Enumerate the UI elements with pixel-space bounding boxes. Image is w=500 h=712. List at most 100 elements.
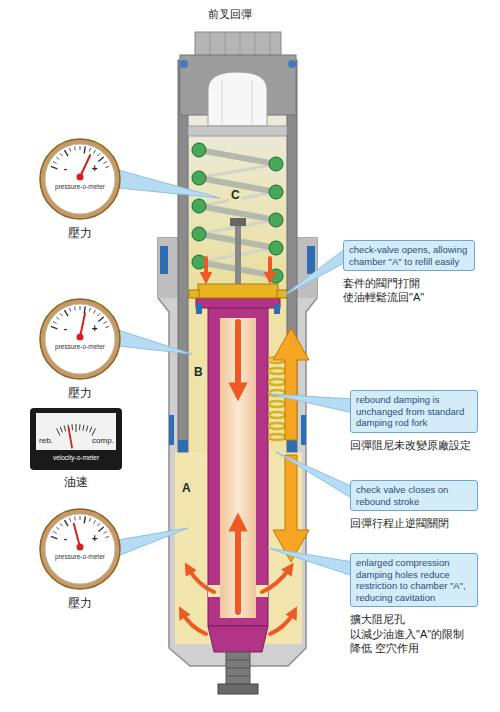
callout-box: check valve closes on rebound stroke回彈行程… (350, 480, 478, 530)
bottom-bolt-part (226, 652, 250, 686)
fork-tube-part (287, 440, 297, 452)
bottom-bolt-part (226, 668, 250, 669)
callout-box: check valve closes on rebound stroke (350, 480, 478, 511)
gauge-needle (80, 314, 85, 337)
gauge-tick (97, 523, 100, 526)
check-valve (189, 218, 287, 298)
scale-label: comp. (92, 437, 114, 445)
gauge-tick (56, 157, 59, 160)
velocity-tick (76, 424, 77, 432)
callout-pointers-part (283, 248, 346, 296)
callout-text: enlarged compression damping holes reduc… (356, 557, 466, 603)
check-valve-part (189, 290, 199, 298)
main-spring-part (199, 150, 276, 164)
gauge-tick (65, 310, 69, 316)
oil-flow-arrows-part (268, 258, 272, 278)
velocity-meter: reb.comp.velocity-o-meter油速 (30, 408, 122, 470)
velocity-tick (86, 426, 88, 432)
callout-pointers (268, 248, 353, 576)
main-spring-part (192, 171, 206, 185)
callout-text: rebound damping is unchanged from standa… (356, 394, 464, 428)
gauge-tick (53, 162, 56, 164)
gauge-name: pressure-o-meter (55, 554, 105, 561)
bottom-bolt-part (226, 676, 250, 677)
gauge-pivot (77, 544, 84, 551)
velocity-tick (60, 427, 62, 433)
gauge-needle (80, 155, 90, 177)
gauge-plus: + (92, 164, 98, 174)
gauge-tick (94, 150, 96, 153)
bottom-bolt-part (226, 660, 250, 661)
fork-cap-part (255, 32, 256, 58)
damping-rod-part (220, 318, 256, 618)
small-spring-part (269, 434, 285, 440)
callout-box: enlarged compression damping holes reduc… (350, 553, 478, 607)
oil-flow-arrows-part (204, 258, 208, 278)
gauge-minus: - (64, 164, 67, 174)
main-spring-part (269, 185, 283, 199)
gauge-tick (51, 326, 58, 328)
main-spring-part (199, 206, 276, 220)
meter-caption: 油速 (64, 476, 88, 488)
bottom-bolt-part (218, 684, 258, 694)
gauge-tick (69, 148, 70, 152)
gauge-leaders-part (118, 330, 192, 354)
gauge-tick (84, 306, 85, 313)
main-spring-part (192, 227, 206, 241)
callout-translation: 擴大阻尼孔 以減少油進入"A"的限制 降低 空穴作用 (350, 612, 478, 655)
small-spring (269, 357, 285, 440)
gauge-tick (89, 308, 90, 312)
velocity-tick (90, 427, 92, 433)
gauge-tick (98, 317, 103, 321)
fork-tube (178, 60, 297, 452)
fork-slider-part (307, 246, 315, 274)
gauge-tick (105, 536, 109, 537)
damping-rod-part (196, 298, 280, 308)
fork-tube-part (188, 112, 287, 292)
stroke-arrows-part (273, 455, 309, 562)
gauge-tick (60, 523, 63, 526)
gauge-tick (89, 518, 90, 522)
small-spring-part (269, 379, 285, 385)
gauge-tick (103, 162, 106, 164)
oil-flow-arrows (182, 258, 294, 634)
callout-translation: 回彈阻尼未改變原廠設定 (350, 438, 478, 452)
fork-slider-part (160, 246, 168, 274)
fork-cap-part (240, 32, 241, 58)
callout-box: rebound damping is unchanged from standa… (350, 390, 478, 433)
gauge-tick (60, 313, 63, 316)
small-spring-part (269, 412, 285, 418)
gauge-tick (51, 536, 58, 538)
callout-translation: 套件的閥門打開 使油輕鬆流回"A" (343, 276, 475, 305)
gauge-name: pressure-o-meter (55, 344, 105, 351)
gauge-caption: 壓力 (68, 227, 92, 239)
callout-pointers-part (268, 548, 353, 576)
fork-tube-part (178, 60, 188, 452)
fork-slider-part (301, 415, 306, 445)
gauge-tick (60, 153, 63, 156)
gauge-face (45, 304, 115, 374)
gauge-tick (74, 516, 76, 520)
gauge-minus: - (64, 324, 67, 334)
gauge-tick (80, 146, 81, 150)
main-spring-part (269, 157, 283, 171)
gauge-tick (80, 516, 81, 520)
oil-flow-arrows-part (262, 568, 290, 592)
damping-rod-part (208, 298, 268, 626)
gauge-tick (103, 532, 106, 534)
fork-cap-part (210, 32, 211, 58)
gauge-tick (65, 150, 69, 156)
gauge-dial (38, 507, 122, 591)
gauge-tick (103, 322, 106, 324)
gauge-face (45, 514, 115, 584)
velocity-tick (64, 426, 66, 432)
gauge-tick (98, 527, 103, 531)
damping-rod (196, 298, 280, 652)
gauge-tick (84, 516, 85, 523)
chamber-letter: A (180, 482, 193, 495)
gauge-dial (38, 137, 122, 221)
velocity-tick (83, 425, 84, 431)
gauge-tick (105, 326, 109, 327)
gauge-plus: + (92, 324, 98, 334)
gauge-tick (56, 317, 59, 320)
